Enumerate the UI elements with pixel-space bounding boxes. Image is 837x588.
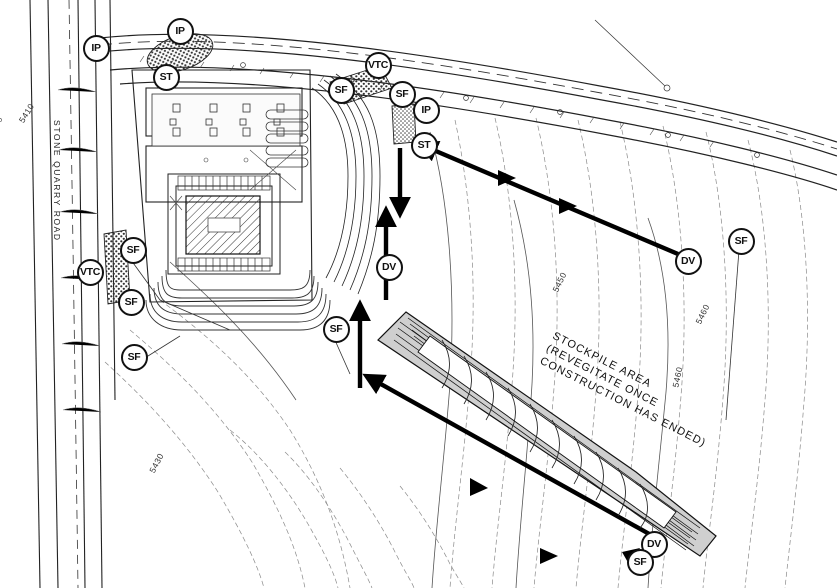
callout-sf-7[interactable]: SF [322, 315, 350, 343]
callout-vtc-2[interactable]: VTC [76, 258, 104, 286]
callout-vtc-1[interactable]: VTC [364, 51, 392, 79]
callout-ip-3[interactable]: IP [412, 96, 440, 124]
callout-ip-1[interactable]: IP [82, 34, 110, 62]
callout-st-1[interactable]: ST [152, 63, 180, 91]
callout-sf-6[interactable]: SF [120, 343, 148, 371]
callout-sf-3[interactable]: SF [727, 227, 755, 255]
main-building [185, 195, 261, 255]
callout-sf-2[interactable]: SF [388, 80, 416, 108]
parking-stalls-south [177, 257, 271, 272]
tank-row [265, 109, 309, 168]
callout-ip-2[interactable]: IP [166, 17, 194, 45]
stockpile-crest-ribs [441, 339, 648, 529]
misc-site-marks [0, 118, 297, 211]
callout-sf-5[interactable]: SF [117, 288, 145, 316]
callout-sf-8[interactable]: SF [626, 548, 654, 576]
site-access-loop [145, 269, 331, 331]
parking-stalls-north [177, 175, 271, 191]
callout-sf-4[interactable]: SF [119, 236, 147, 264]
equipment-pad-area [151, 93, 301, 147]
callout-dv-2[interactable]: DV [674, 247, 702, 275]
highway-alignment [99, 33, 837, 191]
highway-survey-points [240, 62, 760, 158]
highway-centerline [99, 40, 837, 150]
utility-leader [594, 19, 671, 92]
callout-dv-1[interactable]: DV [375, 253, 403, 281]
berm-contours-northeast [311, 73, 381, 295]
callout-st-2[interactable]: ST [410, 131, 438, 159]
building-surround [167, 173, 281, 275]
diversion-arrowheads [470, 170, 640, 566]
callout-sf-1[interactable]: SF [327, 76, 355, 104]
road-centerline [68, 0, 79, 588]
stockpile-mound [377, 311, 717, 557]
